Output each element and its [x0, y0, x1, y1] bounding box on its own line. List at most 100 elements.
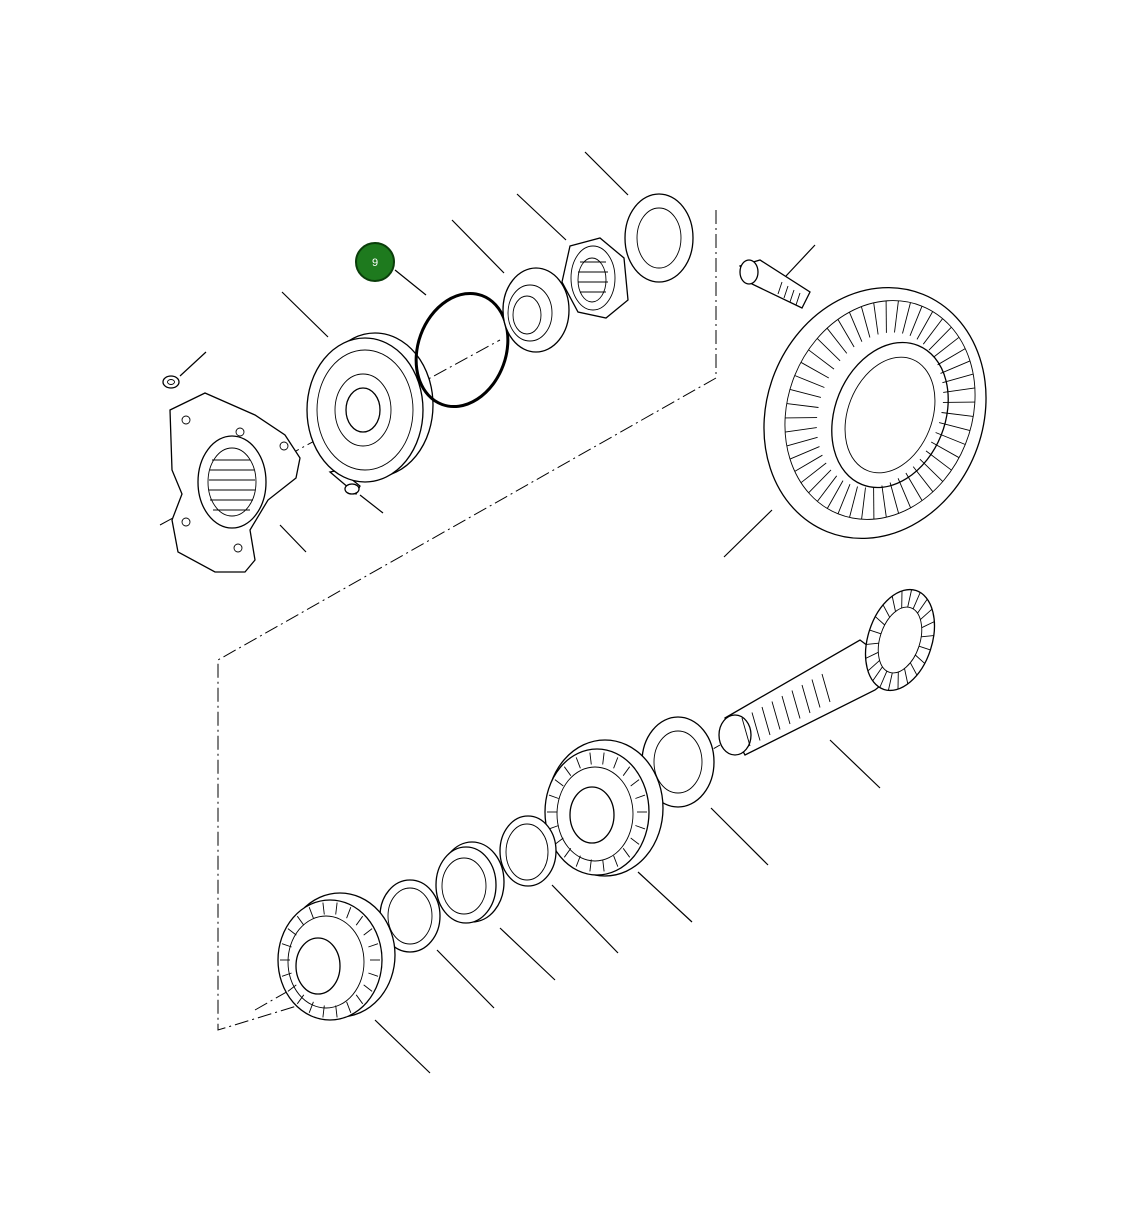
detail-line [368, 943, 379, 948]
detail-line [912, 466, 934, 493]
detail-line [786, 436, 818, 447]
detail-line [865, 651, 879, 659]
detail-line [771, 701, 781, 730]
detail-line [355, 994, 364, 1005]
detail-line [930, 441, 960, 459]
detail-line [613, 757, 619, 769]
detail-line [800, 462, 827, 484]
detail-line [921, 621, 935, 629]
o-ring-part[interactable] [394, 269, 523, 420]
detail-line [875, 616, 885, 626]
detail-line [873, 302, 879, 335]
seal-housing-part[interactable] [281, 291, 434, 483]
detail-line [920, 608, 933, 620]
assembly-boundary [217, 210, 717, 1031]
detail-line [741, 717, 751, 747]
detail-line [602, 859, 605, 872]
detail-line [308, 1001, 314, 1013]
detail-line [904, 668, 909, 684]
detail-line [563, 848, 572, 858]
detail-line [848, 312, 863, 342]
detail-line [346, 907, 352, 919]
snap-ring-part[interactable] [499, 815, 619, 954]
detail-line [879, 670, 888, 688]
detail-line [867, 660, 880, 672]
detail-line [808, 349, 835, 370]
detail-line [791, 690, 801, 719]
detail-line [821, 673, 831, 703]
detail-line [882, 604, 891, 618]
detail-line [808, 469, 832, 494]
detail-line [909, 306, 923, 336]
detail-line [589, 752, 592, 765]
detail-line [296, 994, 305, 1005]
detail-line [563, 766, 572, 776]
detail-line [630, 779, 640, 787]
detail-line [937, 348, 966, 366]
roller-bearing-lower-part[interactable] [277, 892, 431, 1074]
detail-line [635, 825, 646, 830]
detail-line [548, 794, 559, 799]
spacer-ring-part[interactable] [379, 879, 495, 1009]
detail-line [575, 855, 581, 867]
detail-line [346, 1001, 352, 1013]
roller-bearing-large-part[interactable] [544, 739, 693, 923]
nut-part[interactable] [162, 351, 207, 389]
ring-gear-bolt-part[interactable] [738, 244, 816, 309]
detail-line [322, 1005, 325, 1018]
detail-line [363, 928, 373, 936]
detail-line [866, 642, 879, 645]
detail-line [917, 598, 928, 614]
detail-line [800, 361, 830, 379]
washer-upper-part[interactable] [584, 151, 694, 283]
detail-line [789, 446, 820, 460]
detail-line [902, 302, 911, 334]
detail-line [630, 837, 640, 845]
detail-line [938, 422, 971, 432]
bearing-cup-part[interactable] [435, 841, 556, 981]
detail-line [943, 387, 975, 393]
detail-line [602, 752, 605, 765]
detail-line [881, 485, 887, 518]
detail-line [826, 480, 844, 509]
detail-line [281, 943, 292, 948]
detail-line [548, 825, 559, 830]
detail-line [915, 654, 925, 664]
bearing-cone-upper-part[interactable] [451, 219, 570, 353]
callout-9-label: 9 [372, 257, 378, 269]
flange-yoke-part[interactable] [169, 392, 307, 573]
detail-line [935, 432, 966, 445]
detail-line [872, 666, 883, 682]
detail-line [889, 482, 900, 514]
detail-line [869, 629, 882, 635]
detail-line [363, 984, 373, 992]
detail-line [785, 427, 817, 433]
lock-nut-part[interactable] [516, 193, 629, 319]
detail-line [816, 338, 841, 362]
detail-line [912, 592, 921, 610]
detail-line [837, 319, 855, 348]
detail-line [622, 848, 631, 858]
detail-line [575, 757, 581, 769]
detail-line [335, 1005, 338, 1018]
detail-line [907, 589, 913, 608]
detail-line [635, 794, 646, 799]
detail-line [355, 915, 364, 926]
detail-line [281, 972, 292, 977]
detail-line [861, 487, 866, 520]
detail-line [916, 311, 934, 340]
detail-line [922, 318, 943, 345]
pinion-shaft-part[interactable] [718, 581, 947, 789]
detail-line [554, 837, 564, 845]
detail-line [287, 928, 297, 936]
ring-gear-part[interactable] [723, 254, 1023, 572]
detail-line [751, 712, 761, 741]
detail-line [925, 450, 952, 471]
bolt-part[interactable] [328, 469, 384, 514]
callout-9-marker[interactable]: 9 [355, 242, 395, 282]
detail-line [801, 684, 811, 714]
detail-line [817, 475, 838, 502]
detail-line [589, 859, 592, 872]
detail-line [891, 596, 896, 612]
